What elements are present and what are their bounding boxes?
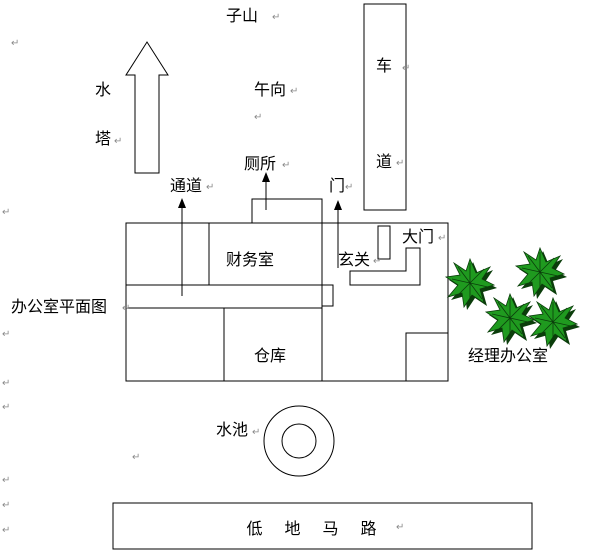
paragraph-mark: ↵ (2, 329, 11, 340)
label-ta: 塔 (95, 129, 112, 148)
lane-rect (363, 3, 407, 211)
label-caiwushi: 财务室 (226, 250, 275, 269)
paragraph-mark: ↵ (252, 427, 261, 438)
paragraph-mark: ↵ (2, 402, 11, 413)
paragraph-mark: ↵ (373, 256, 382, 267)
label-shui: 水 (95, 80, 112, 99)
label-wuxiang: 午向 (254, 80, 287, 99)
road-rect (112, 502, 533, 550)
paragraph-mark: ↵ (396, 522, 405, 533)
label-plan-title: 办公室平面图 (11, 297, 108, 316)
label-shuichi: 水池 (216, 420, 249, 439)
paragraph-mark: ↵ (290, 86, 299, 97)
paragraph-mark: ↵ (254, 112, 263, 123)
paragraph-mark: ↵ (122, 303, 131, 314)
paragraph-mark: ↵ (132, 452, 141, 463)
label-cangku: 仓库 (254, 346, 287, 365)
entrance-door (377, 225, 391, 260)
label-tongdao: 通道 (170, 176, 203, 195)
paragraph-mark: ↵ (396, 158, 405, 169)
paragraph-mark: ↵ (2, 475, 11, 486)
water-tower-arrow (125, 41, 169, 174)
label-dao: 道 (376, 152, 393, 171)
building-outline (125, 222, 449, 382)
label-xuanguan: 玄关 (338, 250, 371, 269)
toilet-block (251, 198, 323, 223)
paragraph-mark: ↵ (2, 525, 11, 536)
label-damen: 大门 (402, 227, 435, 246)
label-cesuo: 厕所 (244, 154, 277, 173)
paragraph-mark: ↵ (438, 233, 447, 244)
passage-arrow-head (178, 198, 186, 208)
entrance-wall (349, 247, 421, 286)
paragraph-mark: ↵ (2, 378, 11, 389)
door-arrow-head (334, 200, 342, 210)
paragraph-mark: ↵ (114, 136, 123, 147)
paragraph-mark: ↵ (206, 182, 215, 193)
tree-icon (515, 247, 568, 300)
manager-room (405, 332, 449, 382)
label-zishan: 子山 (226, 6, 259, 25)
pond-inner (281, 423, 317, 459)
toilet-arrow-head (262, 172, 270, 182)
paragraph-mark: ↵ (272, 12, 281, 23)
label-road: 低地马路 (246, 519, 399, 538)
paragraph-mark: ↵ (11, 38, 20, 49)
tree-icon (445, 258, 498, 311)
tree-icon (528, 297, 581, 350)
tree-icon (485, 293, 538, 346)
paragraph-mark: ↵ (2, 207, 11, 218)
label-manager-office: 经理办公室 (468, 346, 549, 365)
corridor-door (321, 284, 334, 307)
paragraph-mark: ↵ (345, 182, 354, 193)
paragraph-mark: ↵ (402, 63, 411, 74)
label-men: 门 (329, 176, 346, 195)
label-che: 车 (376, 56, 393, 75)
paragraph-mark: ↵ (2, 500, 11, 511)
paragraph-mark: ↵ (282, 160, 291, 171)
